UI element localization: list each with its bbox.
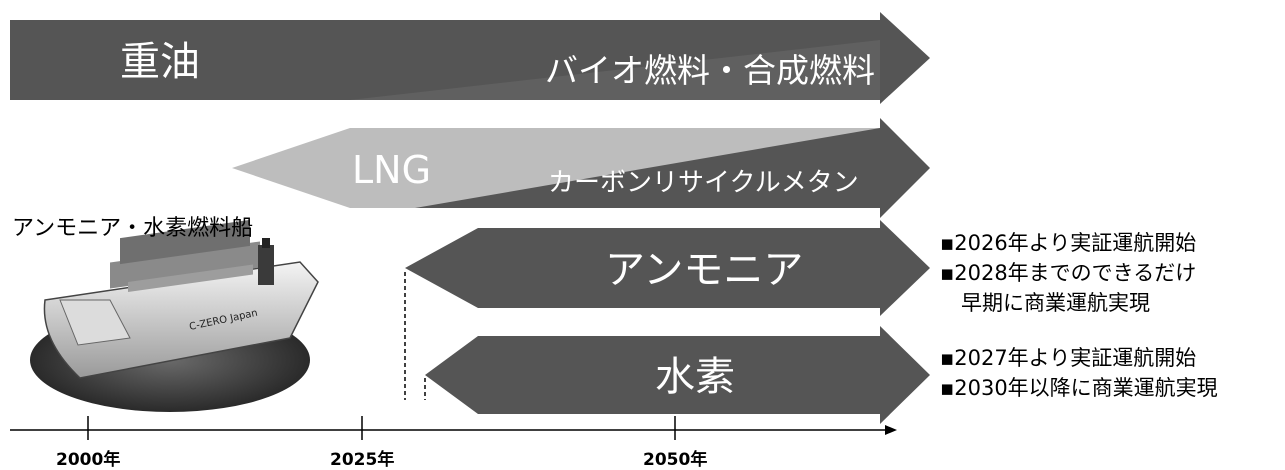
time-axis-arrowhead (885, 425, 897, 435)
hydrogen-band (425, 326, 930, 424)
carbon-recycle-methane-band (415, 118, 930, 218)
heavy-oil-label: 重油 (120, 39, 200, 85)
ammonia-note-2: ▪2028年までのできるだけ (940, 261, 1197, 285)
bio-synthetic-wedge (350, 40, 880, 100)
ammonia-note-1: ▪2026年より実証運航開始 (940, 231, 1197, 255)
hydrogen-note-1: ▪2027年より実証運航開始 (940, 346, 1197, 370)
ammonia-notes: ▪2026年より実証運航開始 ▪2028年までのできるだけ 早期に商業運航実現 (940, 228, 1196, 318)
ammonia-note-3: 早期に商業運航実現 (940, 291, 1150, 315)
tick-label-2050: 2050年 (643, 450, 708, 470)
ammonia-band (405, 220, 930, 316)
tick-label-2000: 2000年 (56, 450, 121, 470)
ammonia-label: アンモニア (605, 247, 803, 293)
bio-synthetic-label: バイオ燃料・合成燃料 (545, 51, 875, 90)
hydrogen-label: 水素 (655, 354, 735, 400)
ship-illustration: C-ZERO Japan (30, 219, 319, 412)
hydrogen-note-2: ▪2030年以降に商業運航実現 (940, 376, 1218, 400)
tick-label-2025: 2025年 (330, 450, 395, 470)
lng-label: LNG (352, 148, 431, 192)
ship-caption: アンモニア・水素燃料船 (12, 216, 254, 241)
carbon-recycle-methane-label: カーボンリサイクルメタン (548, 168, 859, 198)
hydrogen-notes: ▪2027年より実証運航開始 ▪2030年以降に商業運航実現 (940, 343, 1218, 403)
